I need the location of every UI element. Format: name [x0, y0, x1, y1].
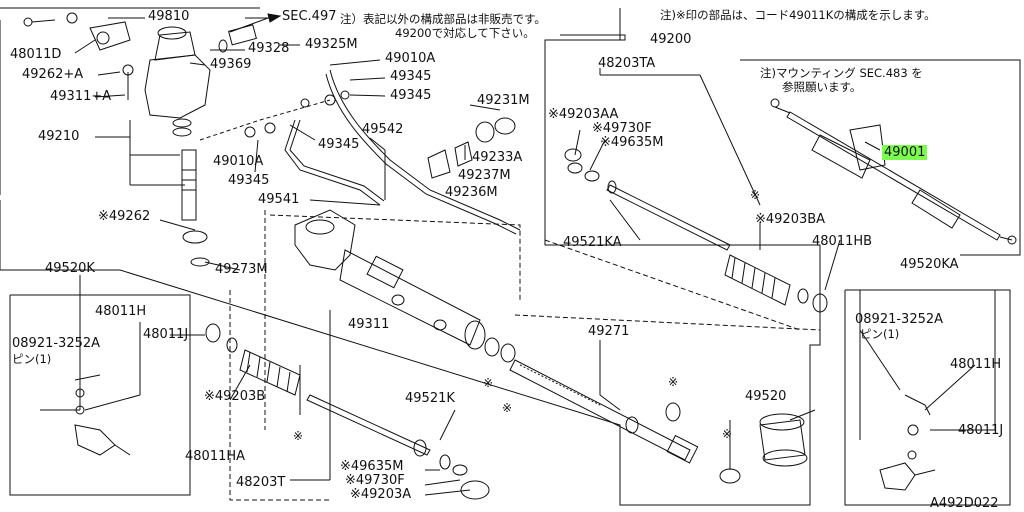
part-49345-d[interactable]: 49345 — [228, 173, 270, 188]
star-marker-d: ※ — [668, 375, 679, 389]
part-49635M-right[interactable]: ※49635M — [600, 135, 664, 150]
part-49203A[interactable]: ※49203A — [350, 487, 412, 502]
gear-housing — [294, 209, 356, 271]
part-49542[interactable]: 49542 — [362, 122, 404, 137]
part-48011D[interactable]: 48011D — [10, 47, 62, 62]
inner-tie-rod-right — [606, 184, 731, 251]
note-star-marked: 注)※印の部品は、コード49011Kの構成を示します。 — [660, 8, 936, 22]
hydraulic-pipe-lower — [284, 119, 381, 206]
part-48011HB[interactable]: 48011HB — [812, 234, 873, 249]
part-48203TA[interactable]: 48203TA — [598, 56, 656, 71]
star-marker-f: ※ — [722, 427, 733, 441]
part-49311[interactable]: 49311 — [348, 317, 390, 332]
part-49730F-right[interactable]: ※49730F — [592, 121, 652, 136]
part-49203BA[interactable]: ※49203BA — [755, 212, 826, 227]
part-48011H-left[interactable]: 48011H — [95, 304, 147, 319]
part-48011HA[interactable]: 48011HA — [185, 449, 246, 464]
inner-tie-rod-left — [306, 394, 431, 456]
note-mounting-2: 参照願います。 — [782, 80, 862, 94]
tie-rod-end-right — [879, 462, 916, 491]
part-49520K[interactable]: 49520K — [45, 261, 95, 276]
part-49521KA[interactable]: 49521KA — [563, 235, 622, 250]
part-49010A-top[interactable]: 49010A — [385, 51, 436, 66]
part-49521K[interactable]: 49521K — [405, 391, 455, 406]
part-48011J-right[interactable]: 48011J — [958, 423, 1004, 438]
boot-left — [239, 349, 301, 396]
part-49520[interactable]: 49520 — [745, 389, 787, 404]
part-49237M[interactable]: 49237M — [458, 168, 511, 183]
part-49203B[interactable]: ※49203B — [204, 389, 266, 404]
part-48011H-right[interactable]: 48011H — [950, 357, 1002, 372]
part-49345-b[interactable]: 49345 — [390, 88, 432, 103]
part-49369[interactable]: 49369 — [210, 57, 252, 72]
rack-tube — [339, 249, 481, 346]
part-49233A[interactable]: 49233A — [472, 150, 523, 165]
part-49271[interactable]: 49271 — [588, 324, 630, 339]
note-use-assembly: 49200で対応して下さい。 — [395, 26, 535, 40]
part-08921-left[interactable]: 08921-3252A — [12, 336, 101, 351]
part-48203T[interactable]: 48203T — [236, 475, 286, 490]
part-49203AA[interactable]: ※49203AA — [548, 107, 619, 122]
star-marker-c: ※ — [502, 401, 513, 415]
boot-right — [724, 254, 791, 306]
pinion-shaft — [181, 149, 197, 221]
sec-reference[interactable]: SEC.497 — [282, 9, 337, 24]
part-49262A[interactable]: 49262+A — [22, 67, 84, 82]
part-49635M-left[interactable]: ※49635M — [340, 459, 404, 474]
star-marker-a: ※ — [750, 188, 761, 202]
part-49328[interactable]: 49328 — [248, 41, 290, 56]
tie-rod-end-left — [74, 424, 116, 456]
part-49210[interactable]: 49210 — [38, 129, 80, 144]
part-49311A[interactable]: 49311+A — [50, 89, 112, 104]
rack-bar — [509, 359, 691, 461]
left-tie-rod-frame — [9, 294, 191, 496]
part-08921-right[interactable]: 08921-3252A — [855, 312, 944, 327]
part-49325M[interactable]: 49325M — [305, 37, 358, 52]
part-49236M[interactable]: 49236M — [445, 185, 498, 200]
part-48011J-left[interactable]: 48011J — [143, 327, 189, 342]
part-49200[interactable]: 49200 — [650, 32, 692, 47]
part-49010A-left[interactable]: 49010A — [213, 154, 264, 169]
part-49001-highlight: 49001 — [882, 145, 928, 160]
star-marker-e: ※ — [293, 429, 304, 443]
control-valve-housing — [144, 54, 211, 119]
diagram-code: A492D022 — [930, 496, 999, 511]
part-49345-a[interactable]: 49345 — [390, 69, 432, 84]
hydraulic-pipe-upper — [329, 69, 521, 231]
part-49262-star[interactable]: ※49262 — [98, 209, 151, 224]
part-49541[interactable]: 49541 — [258, 192, 300, 207]
note-not-sold: 注）表記以外の構成部品は非販売です。 — [340, 12, 546, 26]
star-marker-b: ※ — [483, 376, 494, 390]
part-49231M[interactable]: 49231M — [477, 93, 530, 108]
pin-count-right: ピン(1) — [860, 327, 900, 341]
part-49273M[interactable]: 49273M — [215, 262, 268, 277]
part-49810[interactable]: 49810 — [148, 9, 190, 24]
complete-assembly-49001 — [786, 111, 1001, 241]
pin-count-left: ピン(1) — [12, 352, 52, 366]
assembly-frame — [0, 34, 821, 506]
note-mounting: 注)マウンティング SEC.483 を — [760, 66, 923, 80]
part-49520KA[interactable]: 49520KA — [900, 257, 959, 272]
part-49345-c[interactable]: 49345 — [318, 137, 360, 152]
part-49730F-left[interactable]: ※49730F — [345, 473, 405, 488]
right-tie-rod-frame — [844, 289, 1011, 506]
part-49001[interactable]: 49001 — [882, 145, 928, 160]
